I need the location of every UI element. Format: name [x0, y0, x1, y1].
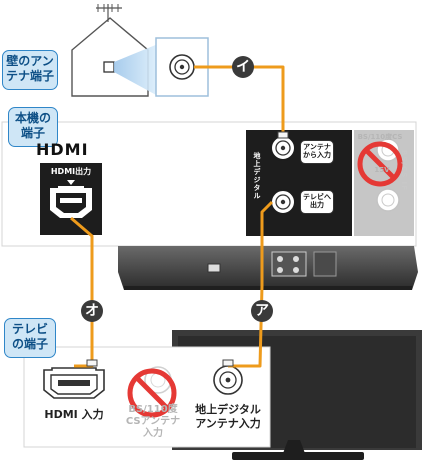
terrestrial-digital-vlabel: 地上デジタル: [253, 152, 261, 200]
power-faded-label: 15V: [374, 166, 390, 174]
hdmi-logo: HDMI: [36, 140, 89, 159]
hdmi-out-port: [40, 163, 102, 235]
bs-cs-port-faded: [354, 130, 414, 236]
hdmi-in-label: HDMI 入力: [44, 408, 104, 421]
house-icon: [71, 4, 158, 97]
player-body: [118, 246, 418, 290]
badge-i: イ: [232, 56, 254, 78]
prohibit-icon: [357, 141, 403, 187]
unit-terminal-tag: 本機の端子: [8, 107, 58, 147]
tv-antenna-in-label: 地上デジタル アンテナ入力: [195, 403, 261, 430]
hdmi-out-label: HDMI出力: [50, 167, 92, 176]
tv-terminal-tag: テレビの端子: [4, 318, 56, 358]
cable-i: [194, 65, 285, 136]
tv-terrestrial-in-port: [213, 365, 243, 395]
bs-if-faded-label: BS/CS IF: [400, 150, 408, 192]
tv-out-chip: テレビへ出力: [300, 190, 334, 214]
badge-a: ア: [251, 300, 273, 322]
wall-terminal-tag: 壁のアンテナ端子: [2, 50, 58, 90]
cable-a: [228, 200, 274, 368]
tv-prohibit-icon: [127, 368, 177, 418]
bs-cs-antenna-faded-label: BS/110度CSアンテナ入力: [125, 404, 181, 439]
cable-heads: [86, 131, 289, 367]
tv-hdmi-in-port: [43, 367, 105, 399]
antenna-in-chip: アンテナから入力: [300, 140, 334, 164]
badge-o: オ: [81, 300, 103, 322]
bs-cs-faded-label: BS/110度CS: [357, 133, 403, 141]
